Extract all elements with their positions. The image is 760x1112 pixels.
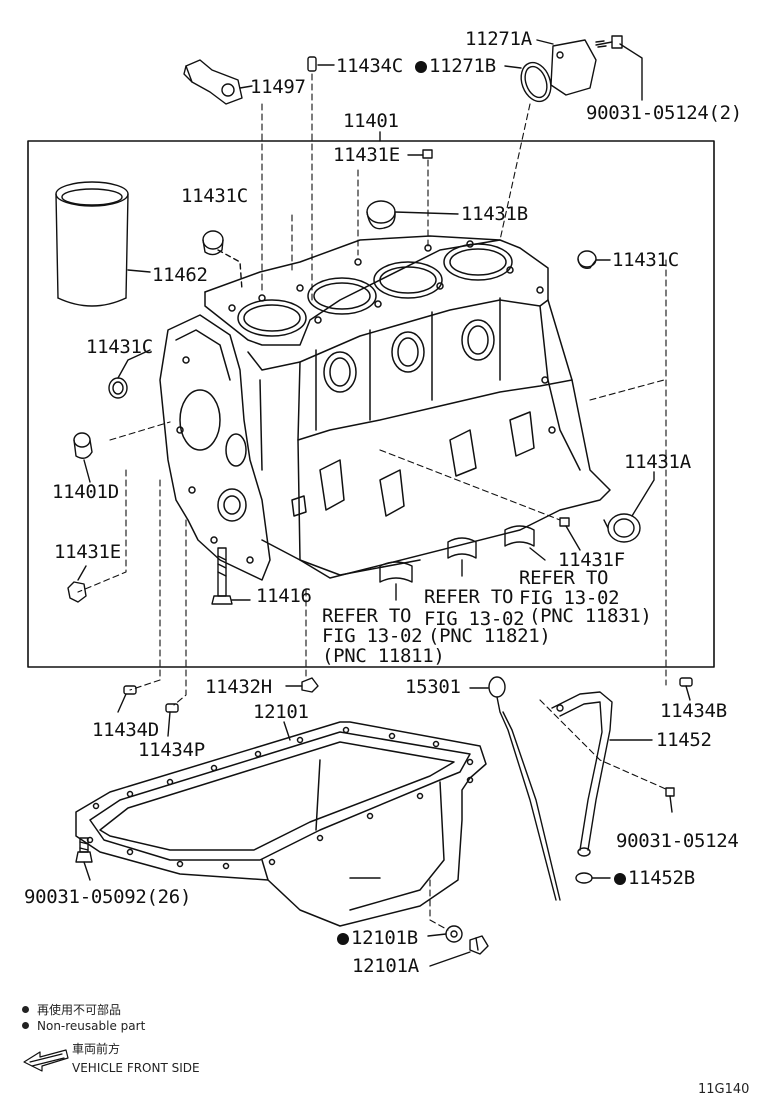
legend-nonreusable-en-text: Non-reusable part bbox=[37, 1019, 146, 1033]
non-reusable-dot-icon bbox=[337, 933, 349, 945]
plug-11431C-right-icon bbox=[577, 250, 597, 269]
refer-11821-line3: (PNC 11821) bbox=[428, 625, 551, 647]
bolt-90031-05124-icon bbox=[595, 35, 623, 49]
refer-11811-line1: REFER TO bbox=[322, 605, 412, 627]
legend-front-en: VEHICLE FRONT SIDE bbox=[72, 1061, 200, 1075]
label-12101A: 12101A bbox=[352, 955, 419, 977]
label-11431B: 11431B bbox=[461, 203, 528, 225]
pin-11434B-icon bbox=[679, 677, 693, 687]
label-90031-05124: 90031-05124 bbox=[616, 830, 739, 852]
non-reusable-dot-icon bbox=[415, 61, 427, 73]
label-11431C-a: 11431C bbox=[181, 185, 248, 207]
cap-11431E-top-icon bbox=[422, 149, 433, 159]
cylinder-liner-11462-icon bbox=[55, 181, 129, 307]
refer-11811-line3: (PNC 11811) bbox=[322, 645, 445, 667]
refer-note-11821: REFER TO FIG 13-02 bbox=[424, 586, 525, 630]
engine-block-frame bbox=[27, 140, 715, 668]
refer-11821-line2: FIG 13-02 bbox=[424, 608, 525, 630]
gasket-11452B-icon bbox=[575, 872, 593, 884]
label-11271A: 11271A bbox=[465, 28, 532, 50]
cover-plate-11271A bbox=[550, 39, 597, 96]
label-90031-05092-26: 90031-05092(26) bbox=[24, 886, 192, 908]
pin-11434C-icon bbox=[307, 56, 317, 72]
refer-note-11811: REFER TO FIG 13-02 (PNC 11811) bbox=[322, 606, 445, 666]
label-11452: 11452 bbox=[656, 729, 712, 751]
legend-nonreusable-en: Non-reusable part bbox=[22, 1019, 145, 1033]
label-11434C: 11434C bbox=[336, 55, 403, 77]
label-11401D: 11401D bbox=[52, 481, 119, 503]
plug-11431E-lower-icon bbox=[67, 581, 87, 603]
washer-12101B-icon bbox=[445, 925, 463, 943]
refer-11831-line3: (PNC 11831) bbox=[529, 605, 652, 627]
label-11434P: 11434P bbox=[138, 739, 205, 761]
label-11434D: 11434D bbox=[92, 719, 159, 741]
label-12101: 12101 bbox=[253, 701, 309, 723]
legend-nonreusable-jp: 再使用不可部品 bbox=[22, 1003, 121, 1017]
refer-11821-line1: REFER TO bbox=[424, 586, 514, 608]
bolt-90031-05124-lower-icon bbox=[665, 787, 675, 797]
plug-11401D-icon bbox=[73, 432, 93, 459]
label-11431F: 11431F bbox=[558, 549, 625, 571]
legend-nonreusable-jp-text: 再使用不可部品 bbox=[37, 1003, 122, 1017]
label-11431E-top: 11431E bbox=[333, 144, 400, 166]
label-11462: 11462 bbox=[152, 264, 208, 286]
label-15301: 15301 bbox=[405, 676, 461, 698]
label-11431A: 11431A bbox=[624, 451, 691, 473]
label-11271B: 11271B bbox=[415, 56, 496, 76]
label-11271B-text: 11271B bbox=[429, 55, 496, 77]
label-12101B: 12101B bbox=[337, 928, 418, 948]
bearing-11831-icon bbox=[504, 525, 535, 547]
plug-11431B-icon bbox=[366, 200, 396, 230]
label-11434B: 11434B bbox=[660, 700, 727, 722]
gasket-11271B-icon bbox=[520, 61, 552, 103]
pin-11434D-icon bbox=[123, 685, 137, 695]
label-11431E-b: 11431E bbox=[54, 541, 121, 563]
oil-strainer-pipe-11452-icon bbox=[551, 691, 613, 857]
bearing-11811-icon bbox=[379, 561, 413, 583]
refer-11831-line2: FIG 13-02 bbox=[519, 587, 620, 609]
label-11432H: 11432H bbox=[205, 676, 272, 698]
legend-dot-icon bbox=[22, 1006, 29, 1013]
label-11431C-c: 11431C bbox=[86, 336, 153, 358]
plug-11431C-a-icon bbox=[202, 230, 224, 256]
refer-11831-line1: REFER TO bbox=[519, 567, 609, 589]
refer-note-11831: REFER TO FIG 13-02 bbox=[519, 567, 620, 609]
engine-block-11401 bbox=[159, 235, 611, 581]
label-11452B-text: 11452B bbox=[628, 867, 695, 889]
refer-11811-line2: FIG 13-02 bbox=[322, 625, 423, 647]
plug-11431C-left-icon bbox=[108, 377, 128, 399]
vehicle-front-arrow-icon bbox=[23, 1049, 69, 1072]
legend-front-jp: 車両前方 bbox=[72, 1042, 121, 1056]
label-11416: 11416 bbox=[256, 585, 312, 607]
bolt-11416-icon bbox=[211, 547, 233, 605]
nut-11432H-icon bbox=[301, 677, 319, 693]
drain-plug-12101A-icon bbox=[469, 935, 489, 955]
label-90031-05124-2: 90031-05124(2) bbox=[586, 102, 742, 124]
label-11431C-b: 11431C bbox=[612, 249, 679, 271]
pin-11434P-icon bbox=[165, 703, 179, 713]
bolt-90031-05092-icon bbox=[75, 837, 93, 863]
figure-id: 11G140 bbox=[698, 1082, 750, 1097]
fitting-11497-icon bbox=[183, 59, 243, 105]
oil-pan-12101 bbox=[75, 721, 487, 927]
bearing-11821-icon bbox=[447, 537, 477, 559]
label-11497: 11497 bbox=[250, 76, 306, 98]
label-12101B-text: 12101B bbox=[351, 927, 418, 949]
rear-seal-11431A-icon bbox=[603, 513, 641, 543]
legend-dot-icon bbox=[22, 1022, 29, 1029]
dipstick-15301-icon bbox=[488, 676, 561, 901]
non-reusable-dot-icon bbox=[614, 873, 626, 885]
label-11452B: 11452B bbox=[614, 868, 695, 888]
label-11401: 11401 bbox=[343, 110, 399, 132]
plug-11431F-icon bbox=[559, 517, 570, 527]
